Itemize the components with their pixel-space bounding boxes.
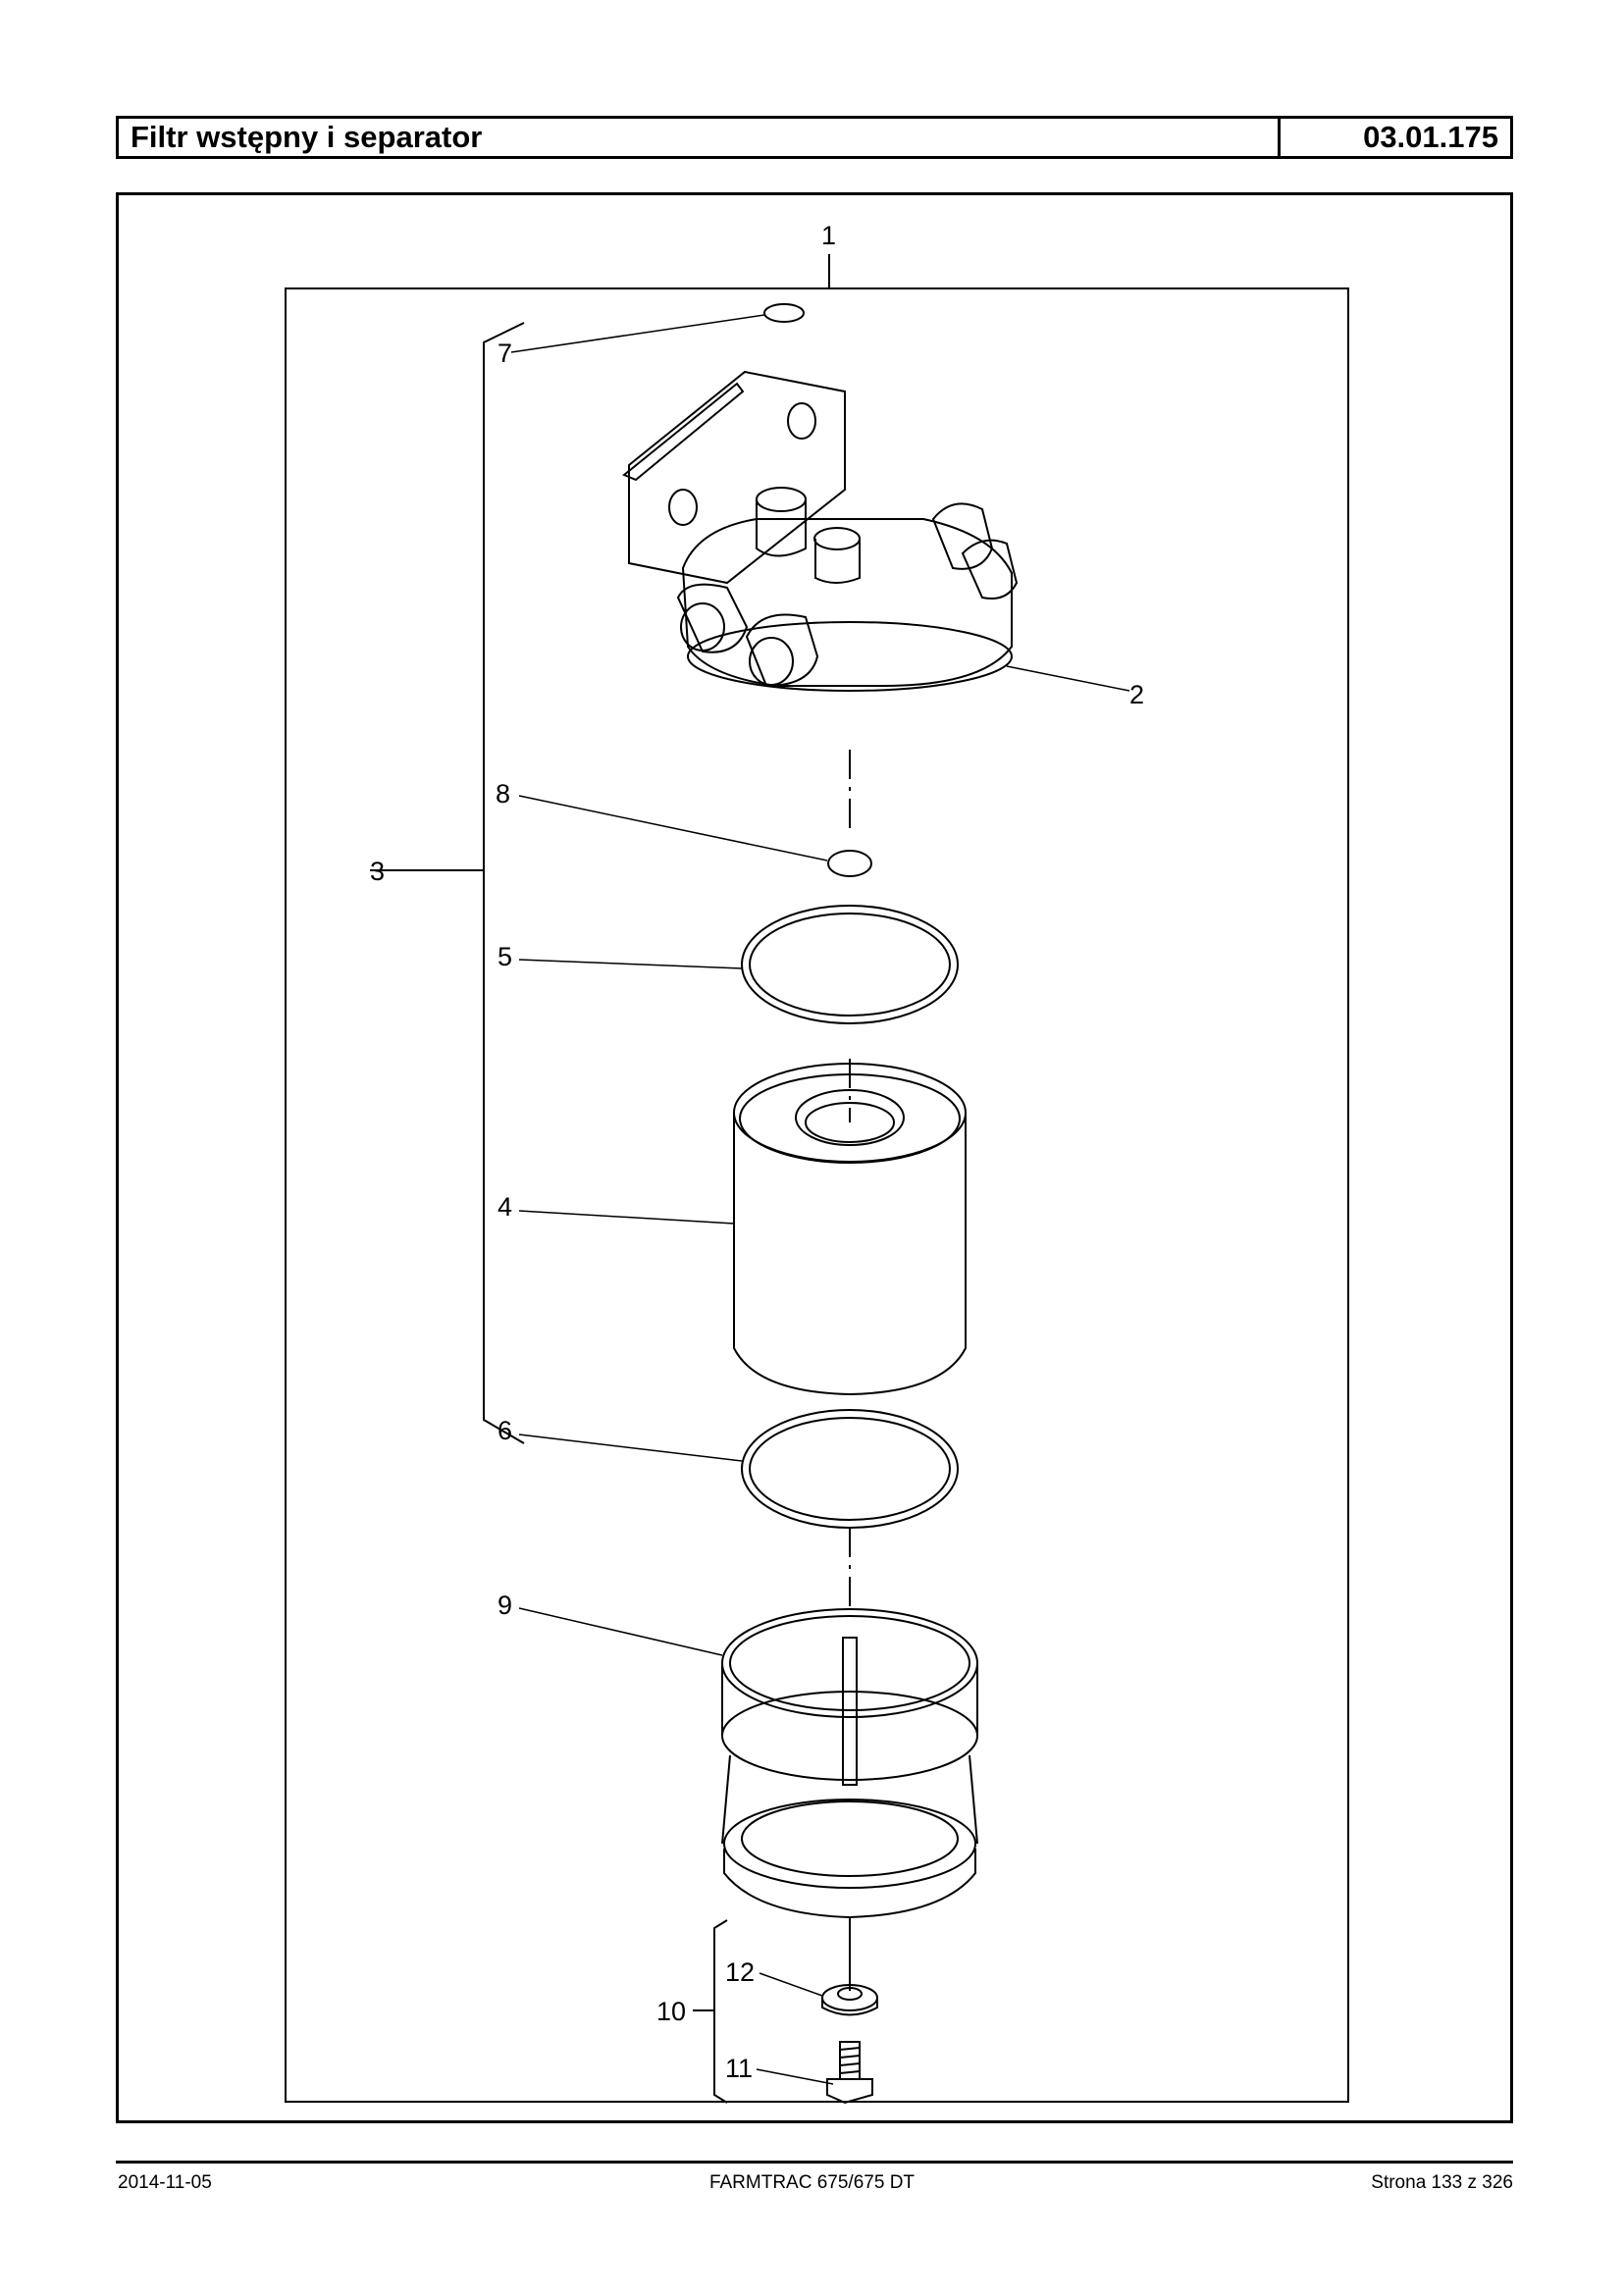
page-header: Filtr wstępny i separator 03.01.175: [116, 116, 1513, 159]
diagram-frame: 1 2 3 4 5 6 7 8 9 10 11 12: [116, 192, 1513, 2123]
callout-3: 3: [370, 857, 385, 886]
callout-8: 8: [496, 779, 510, 808]
callout-1: 1: [821, 221, 836, 250]
callout-12: 12: [725, 1957, 755, 1987]
inner-border: [285, 287, 1349, 2103]
callout-5: 5: [498, 942, 512, 971]
callout-10: 10: [656, 1997, 686, 2026]
part-4-filter-element: [733, 1063, 967, 1396]
callout-7: 7: [498, 339, 512, 368]
part-7-oring: [763, 303, 805, 323]
footer-page-number: Strona 133 z 326: [1371, 2172, 1513, 2193]
part-5-seal-ring: [741, 905, 959, 1024]
footer-rule: [116, 2161, 1513, 2164]
part-12-washer: [821, 1984, 878, 2016]
part-11-screw: [826, 2041, 873, 2105]
callout-9: 9: [498, 1591, 512, 1620]
callout-2: 2: [1129, 680, 1144, 709]
page-title: Filtr wstępny i separator: [119, 119, 1281, 156]
part-6-seal-ring: [741, 1409, 959, 1529]
footer-date: 2014-11-05: [118, 2172, 212, 2193]
part-2-filter-head: [622, 370, 1130, 692]
exploded-view-diagram: 1 2 3 4 5 6 7 8 9 10 11 12: [285, 221, 1349, 2105]
section-code: 03.01.175: [1363, 120, 1498, 154]
footer-model: FARMTRAC 675/675 DT: [708, 2172, 916, 2193]
callout-6: 6: [498, 1416, 512, 1445]
callout-11: 11: [725, 2054, 753, 2083]
part-8-oring: [827, 850, 872, 877]
callout-4: 4: [498, 1192, 512, 1222]
part-9-bowl: [721, 1608, 978, 1991]
